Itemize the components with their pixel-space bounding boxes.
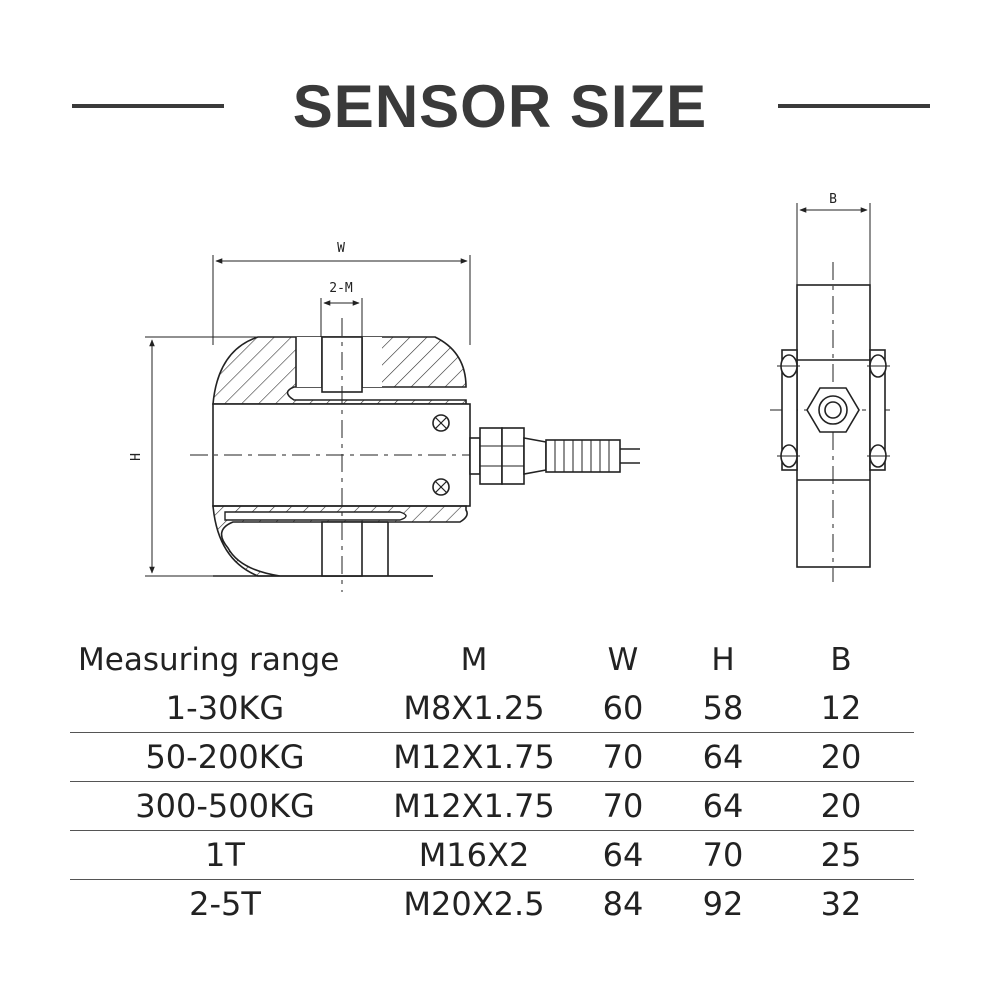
cell-h: 92 (702, 885, 744, 923)
cell-h: 70 (702, 836, 744, 874)
header-b: B (830, 642, 852, 678)
table-header-row: Measuring range M W H B (70, 636, 914, 684)
cell-range: 50-200KG (145, 738, 305, 776)
side-view: B (770, 192, 895, 582)
side-bolt-left (777, 349, 800, 471)
header-measuring-range: Measuring range (78, 642, 340, 678)
title-right-rule (778, 104, 930, 108)
table-row: 50-200KG M12X1.75 70 64 20 (70, 733, 914, 782)
screw-icon-bottom (432, 478, 450, 496)
cell-b: 12 (820, 689, 862, 727)
table-row: 1-30KG M8X1.25 60 58 12 (70, 684, 914, 733)
cell-h: 58 (702, 689, 744, 727)
cell-range: 300-500KG (135, 787, 315, 825)
page-title: SENSOR SIZE (292, 73, 708, 140)
cell-range: 2-5T (189, 885, 261, 923)
cable-gland (469, 427, 640, 485)
table-row: 300-500KG M12X1.75 70 64 20 (70, 782, 914, 831)
cell-b: 20 (820, 787, 862, 825)
cell-h: 64 (702, 738, 744, 776)
cell-h: 64 (702, 787, 744, 825)
sensor-drawing: W 2-M H (129, 192, 895, 592)
header-w: W (607, 642, 639, 678)
cell-w: 64 (602, 836, 644, 874)
cell-b: 25 (820, 836, 862, 874)
title-left-rule (72, 104, 224, 108)
cell-m: M16X2 (418, 836, 530, 874)
table-row: 1T M16X2 64 70 25 (70, 831, 914, 880)
cell-w: 70 (602, 787, 644, 825)
depth-label: B (829, 192, 837, 207)
front-view: W 2-M H (129, 241, 640, 592)
cell-b: 32 (820, 885, 862, 923)
cell-m: M20X2.5 (403, 885, 545, 923)
cell-w: 60 (602, 689, 644, 727)
spec-table: Measuring range M W H B 1-30KG M8X1.25 6… (70, 636, 914, 928)
table-row: 2-5T M20X2.5 84 92 32 (70, 880, 914, 929)
cell-m: M12X1.75 (393, 787, 555, 825)
cell-range: 1T (205, 836, 245, 874)
cell-m: M8X1.25 (403, 689, 545, 727)
width-label: W (337, 241, 345, 256)
header-h: H (711, 642, 735, 678)
cell-m: M12X1.75 (393, 738, 555, 776)
thread-dimension: 2-M (320, 281, 363, 340)
cell-range: 1-30KG (165, 689, 285, 727)
header-m: M (460, 642, 488, 678)
hex-nut-icon (806, 387, 860, 433)
cell-w: 70 (602, 738, 644, 776)
cell-w: 84 (602, 885, 644, 923)
height-label: H (129, 453, 144, 461)
title-row: SENSOR SIZE (0, 62, 1000, 152)
depth-dimension: B (796, 192, 871, 285)
width-dimension: W (212, 241, 471, 345)
side-bolt-right (867, 349, 890, 471)
thread-label: 2-M (329, 281, 353, 296)
screw-icon-top (432, 414, 450, 432)
cell-b: 20 (820, 738, 862, 776)
